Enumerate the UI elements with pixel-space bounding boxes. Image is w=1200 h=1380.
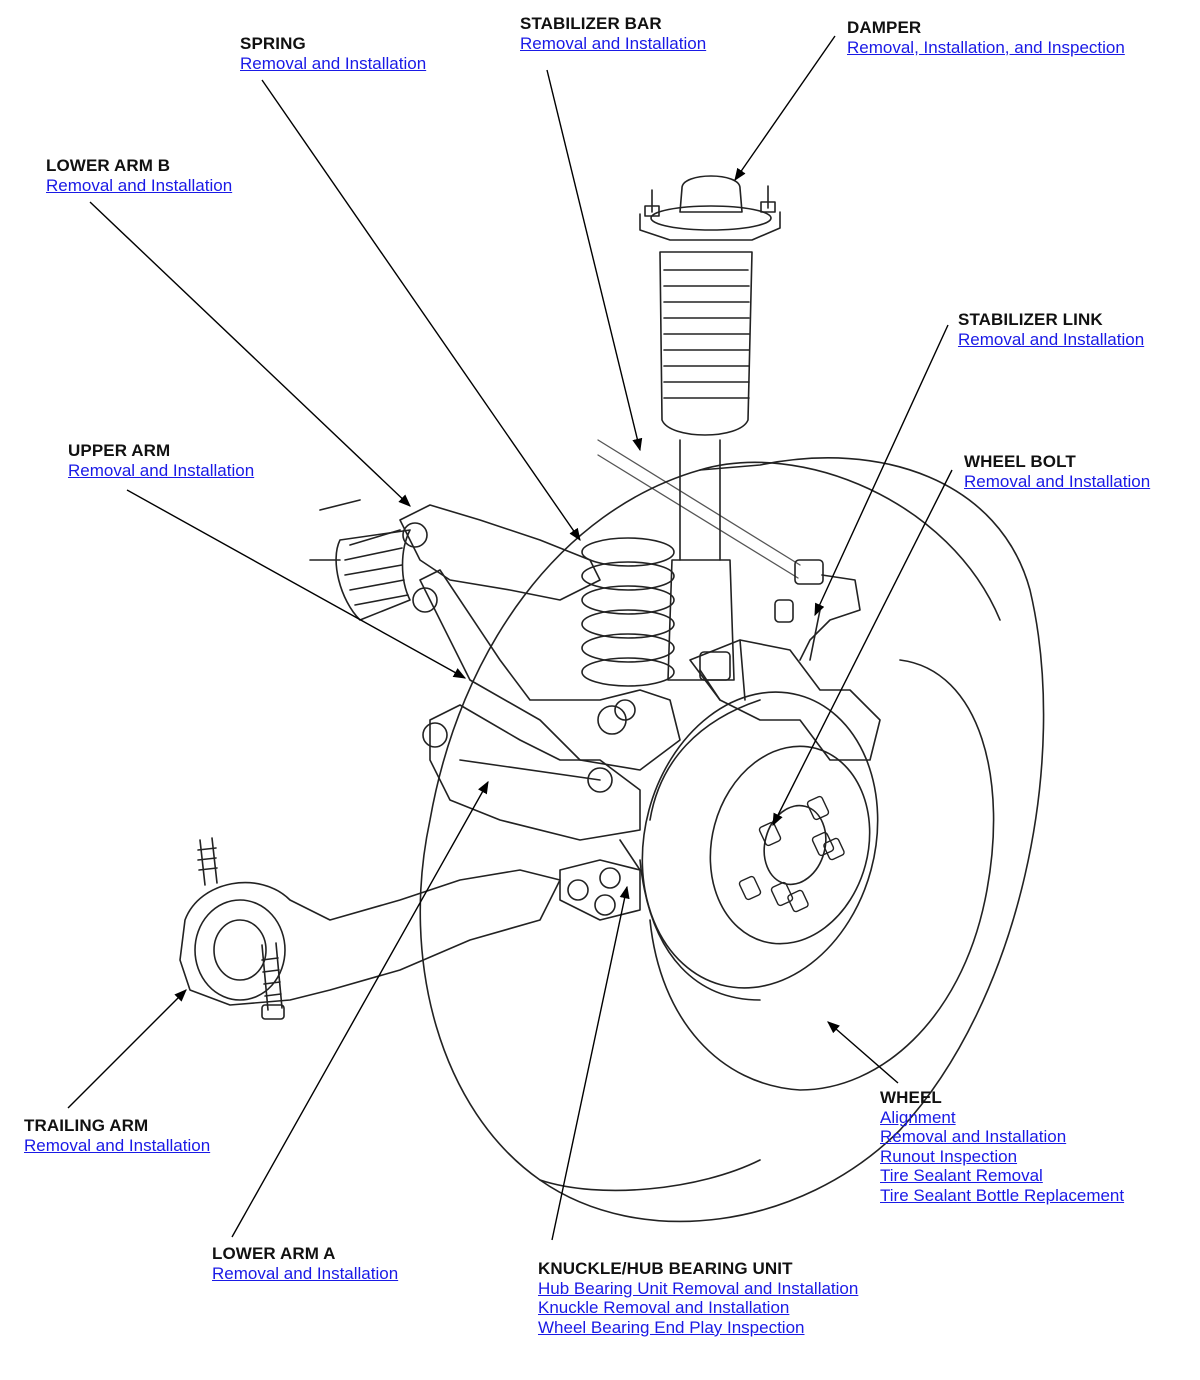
stabilizer-bar-part <box>597 439 801 579</box>
hub-bearing-removal-link[interactable]: Hub Bearing Unit Removal and Installatio… <box>538 1278 859 1298</box>
lower-arm-a-title: LOWER ARM A <box>212 1244 336 1263</box>
leader-lines <box>67 35 953 1241</box>
wheel-runout-link[interactable]: Runout Inspection <box>880 1146 1018 1166</box>
callout-stabilizer-link: STABILIZER LINK Removal and Installation <box>958 310 1144 349</box>
upper-arm-removal-link[interactable]: Removal and Installation <box>68 460 255 480</box>
lower-arm-a-removal-link[interactable]: Removal and Installation <box>212 1263 399 1283</box>
component-drawing <box>179 175 1045 1223</box>
callout-wheel: WHEEL Alignment Removal and Installation… <box>880 1088 1124 1205</box>
leader-upper-arm <box>126 489 467 679</box>
callout-lower-arm-a: LOWER ARM A Removal and Installation <box>212 1244 398 1283</box>
trailing-arm-removal-link[interactable]: Removal and Installation <box>24 1135 211 1155</box>
trailing-arm-part <box>179 837 561 1020</box>
knuckle-hub-title: KNUCKLE/HUB BEARING UNIT <box>538 1259 793 1278</box>
callout-upper-arm: UPPER ARM Removal and Installation <box>68 441 254 480</box>
callout-wheel-bolt: WHEEL BOLT Removal and Installation <box>964 452 1150 491</box>
leader-knuckle-hub <box>551 885 630 1241</box>
wheel-alignment-link[interactable]: Alignment <box>880 1107 956 1127</box>
leader-lower-arm-a <box>231 780 489 1238</box>
wheel-bolt-removal-link[interactable]: Removal and Installation <box>964 471 1151 491</box>
lower-arm-b-title: LOWER ARM B <box>46 156 171 175</box>
wheel-removal-link[interactable]: Removal and Installation <box>880 1127 1067 1146</box>
tire-part <box>419 457 1045 1223</box>
callout-damper: DAMPER Removal, Installation, and Inspec… <box>847 18 1125 57</box>
damper-part <box>639 175 781 681</box>
callout-stabilizer-bar: STABILIZER BAR Removal and Installation <box>520 14 706 53</box>
upper-arm-part <box>399 504 681 771</box>
brake-disc-part <box>639 691 879 1001</box>
leader-lower-arm-b <box>89 201 411 507</box>
damper-removal-link[interactable]: Removal, Installation, and Inspection <box>847 37 1125 57</box>
wheel-sealant-bottle-link[interactable]: Tire Sealant Bottle Replacement <box>880 1185 1125 1205</box>
stabilizer-link-part <box>774 559 861 661</box>
leader-damper <box>734 35 836 182</box>
knuckle-removal-link[interactable]: Knuckle Removal and Installation <box>538 1298 790 1317</box>
wheel-bolt-title: WHEEL BOLT <box>964 452 1076 471</box>
wheel-bolts-part <box>738 795 845 913</box>
spring-title: SPRING <box>240 34 306 53</box>
stabilizer-bar-title: STABILIZER BAR <box>520 14 662 33</box>
stabilizer-link-removal-link[interactable]: Removal and Installation <box>958 329 1145 349</box>
caliper-part <box>689 639 881 761</box>
leader-wheel <box>827 1021 899 1084</box>
leader-stabilizer-bar <box>546 69 643 452</box>
wheel-title: WHEEL <box>880 1088 942 1107</box>
lower-arm-b-removal-link[interactable]: Removal and Installation <box>46 175 233 195</box>
callout-knuckle-hub: KNUCKLE/HUB BEARING UNIT Hub Bearing Uni… <box>538 1259 858 1337</box>
trailing-arm-title: TRAILING ARM <box>24 1116 149 1135</box>
wheel-sealant-removal-link[interactable]: Tire Sealant Removal <box>880 1166 1043 1185</box>
callout-lower-arm-b: LOWER ARM B Removal and Installation <box>46 156 232 195</box>
damper-title: DAMPER <box>847 18 922 37</box>
callout-trailing-arm: TRAILING ARM Removal and Installation <box>24 1116 210 1155</box>
leader-trailing-arm <box>67 989 187 1109</box>
leader-spring <box>261 79 581 542</box>
coil-spring-part <box>581 537 675 687</box>
knuckle-part <box>559 839 641 921</box>
leader-stabilizer-link <box>814 324 949 617</box>
callout-spring: SPRING Removal and Installation <box>240 34 426 73</box>
axle-boot-part <box>309 499 411 621</box>
stabilizer-link-title: STABILIZER LINK <box>958 310 1103 329</box>
upper-arm-title: UPPER ARM <box>68 441 171 460</box>
lower-arm-a-part <box>422 704 641 841</box>
wheel-bearing-end-play-link[interactable]: Wheel Bearing End Play Inspection <box>538 1317 805 1337</box>
stabilizer-bar-removal-link[interactable]: Removal and Installation <box>520 33 707 53</box>
spring-removal-link[interactable]: Removal and Installation <box>240 53 427 73</box>
leader-wheel-bolt <box>772 469 953 827</box>
